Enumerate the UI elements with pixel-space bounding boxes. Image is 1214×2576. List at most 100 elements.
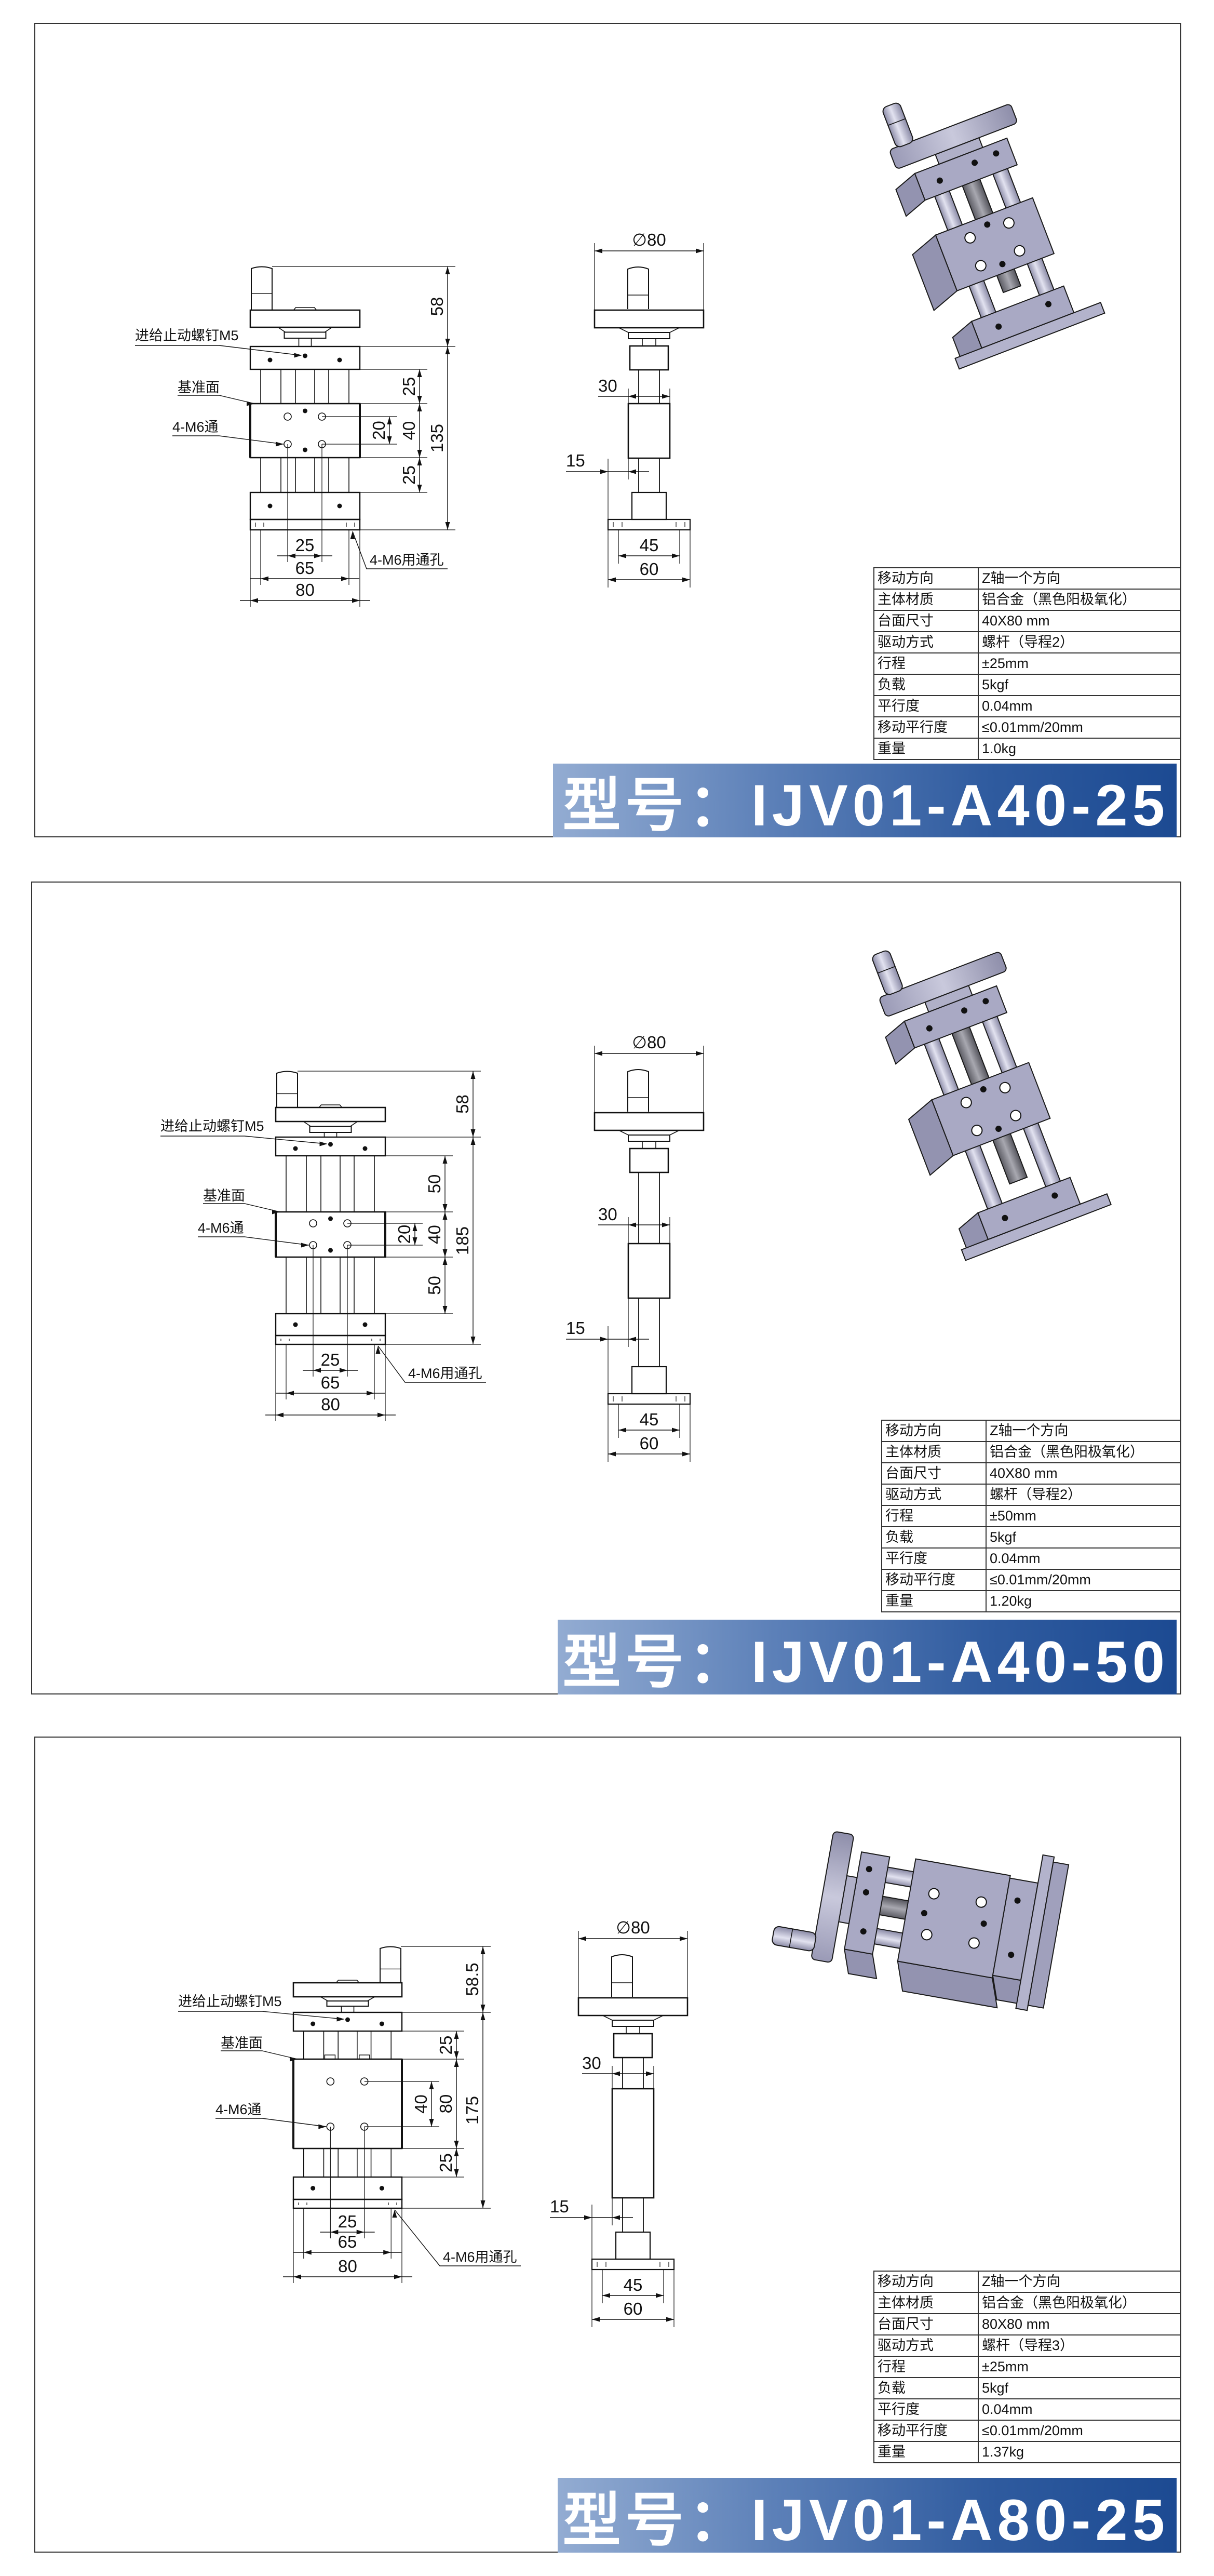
callout-lock-screw: 进给止动螺钉M5 xyxy=(178,1994,282,2009)
dimension-arrow xyxy=(680,1936,687,1941)
dim-width: 80 xyxy=(321,1395,340,1414)
dimension-arrow xyxy=(250,598,258,603)
front-view-2: 5818550405020256580进给止动螺钉M5基准面4-M6通4-M6用… xyxy=(160,1071,486,1421)
wheel-hub xyxy=(602,2015,664,2021)
shaft xyxy=(341,2006,355,2013)
dimension-arrow xyxy=(290,2057,298,2062)
m6-through-hole xyxy=(960,1097,972,1109)
screw-hole xyxy=(862,1889,869,1896)
dimension-arrow xyxy=(417,369,422,377)
handwheel xyxy=(249,309,361,328)
dimension-arrow xyxy=(336,2017,345,2022)
dimension-arrow xyxy=(662,394,670,399)
dimension-arrow xyxy=(628,1337,636,1342)
dimension-arrow xyxy=(314,553,322,558)
spec-label: 负载 xyxy=(881,1526,987,1549)
dim-hole-pitch-vertical: 40 xyxy=(411,2094,430,2114)
spec-value: 5kgf xyxy=(986,1526,1181,1549)
dimension-arrow xyxy=(276,442,284,447)
base-plate xyxy=(249,518,361,531)
dimension-arrow xyxy=(646,2071,654,2076)
spec-value: 0.04mm xyxy=(978,2398,1181,2421)
spec-value: ≤0.01mm/20mm xyxy=(978,716,1181,739)
bottom-block xyxy=(249,491,361,520)
dimension-arrow xyxy=(341,576,349,581)
screw-hole xyxy=(328,1248,333,1253)
spec-label: 行程 xyxy=(873,652,979,675)
spec-row: 主体材质铝合金（黑色阳极氧化） xyxy=(881,1441,1181,1463)
crank-knob xyxy=(380,1946,401,1983)
spec-label: 移动方向 xyxy=(881,1420,987,1442)
dim-hole-pitch-vertical: 20 xyxy=(369,421,388,440)
dimension-arrow xyxy=(442,1257,448,1265)
top-block xyxy=(629,345,669,371)
spec-label: 平行度 xyxy=(881,1547,987,1570)
callout-datum-surface: 基准面 xyxy=(203,1188,245,1204)
crank-knob xyxy=(276,1071,298,1107)
handwheel xyxy=(879,952,1007,1017)
dim-base-width: 60 xyxy=(624,2299,643,2318)
spec-row: 行程±25mm xyxy=(873,2356,1181,2378)
dimension-arrow xyxy=(592,2317,600,2322)
spec-value: 螺杆（导程2） xyxy=(986,1484,1181,1506)
dimension-arrow xyxy=(480,2012,485,2020)
dimension-arrow xyxy=(470,1137,476,1145)
screw-hole xyxy=(303,408,307,413)
leader-line xyxy=(160,1136,327,1144)
spec-row: 驱动方式螺杆（导程2） xyxy=(881,1484,1181,1506)
dim-hole-pitch: 45 xyxy=(640,1410,659,1429)
hub-ring xyxy=(628,332,670,339)
callout-m6-mounting-holes: 4-M6用通孔 xyxy=(370,552,444,568)
dimension-arrow xyxy=(612,2215,620,2220)
spec-value: 螺杆（导程3） xyxy=(978,2334,1181,2357)
dim-handwheel-height: 58 xyxy=(453,1095,472,1114)
leader-line xyxy=(221,2050,298,2060)
handwheel xyxy=(593,1112,705,1131)
dimension-arrow xyxy=(350,531,355,539)
spec-label: 重量 xyxy=(873,738,979,760)
dimension-arrow xyxy=(672,1427,680,1433)
dimension-arrow xyxy=(247,401,254,406)
spec-value: 5kgf xyxy=(978,674,1181,696)
dimension-arrow xyxy=(578,1936,586,1941)
crank-knob xyxy=(627,266,649,309)
spec-label: 主体材质 xyxy=(873,589,979,611)
spec-value: 铝合金（黑色阳极氧化） xyxy=(978,2292,1181,2314)
dimension-arrow xyxy=(261,576,268,581)
spec-value: 1.37kg xyxy=(978,2441,1181,2463)
callout-m6-thru: 4-M6通 xyxy=(198,1220,244,1236)
screw-hole xyxy=(921,1910,927,1916)
dimension-arrow xyxy=(445,266,450,274)
base-plate xyxy=(961,1193,1112,1261)
spec-label: 移动平行度 xyxy=(881,1569,987,1591)
dim-wheel-diameter: ∅80 xyxy=(616,1918,650,1937)
m6-through-hole xyxy=(309,1219,317,1227)
dim-offset: 15 xyxy=(566,451,585,470)
base-foot xyxy=(631,1366,667,1395)
spec-label: 台面尺寸 xyxy=(881,1462,987,1485)
dimension-arrow xyxy=(394,2274,402,2279)
shaft xyxy=(642,1141,656,1149)
dimension-arrow xyxy=(417,458,422,465)
base-plate xyxy=(954,301,1105,370)
carriage xyxy=(931,1062,1051,1156)
screw-hole xyxy=(293,1146,298,1151)
dim-width: 80 xyxy=(295,580,315,599)
dimension-arrow xyxy=(356,2230,365,2235)
leader-line xyxy=(377,1345,486,1383)
spec-label: 主体材质 xyxy=(873,2292,979,2314)
dimension-arrow xyxy=(383,2250,392,2255)
spec-label: 行程 xyxy=(881,1505,987,1527)
spec-value: 40X80 mm xyxy=(978,610,1181,632)
spec-value: ±25mm xyxy=(978,652,1181,675)
